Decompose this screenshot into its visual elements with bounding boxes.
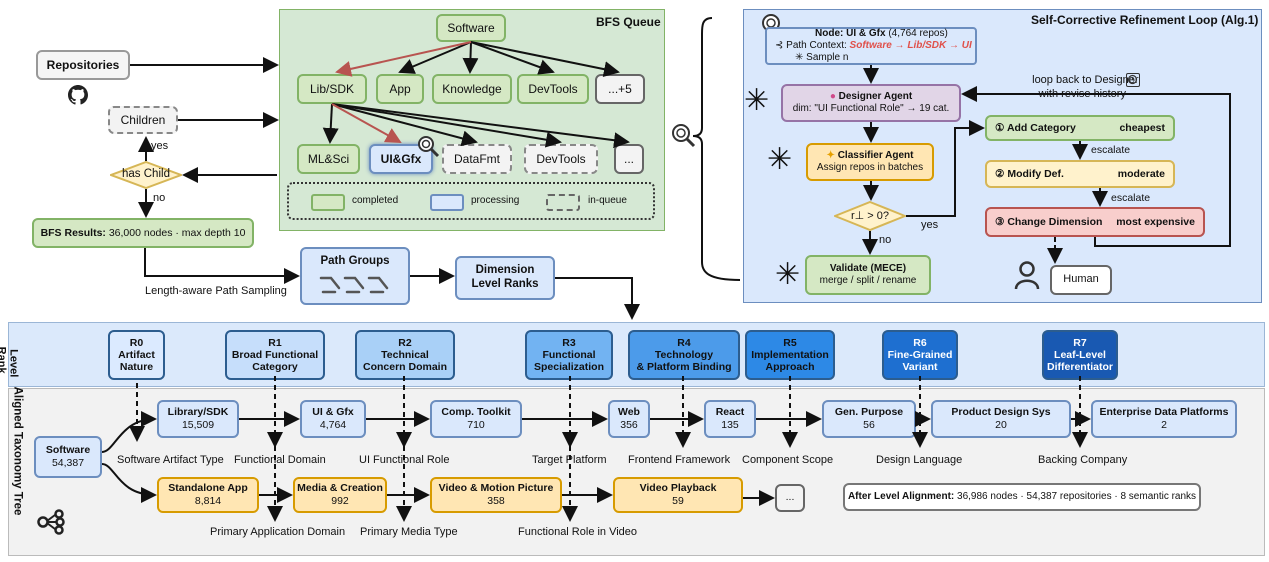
bfs-more-node[interactable]: ...+5 [595, 74, 645, 104]
children-box[interactable]: Children [108, 106, 178, 134]
history-icon [1126, 73, 1140, 87]
github-icon [68, 85, 88, 105]
bfs-devtools-node[interactable]: DevTools [517, 74, 589, 104]
validate-star-icon: ✳ [775, 258, 801, 291]
bottom-dim-label-2: Functional Role in Video [518, 526, 638, 538]
bottom-dim-label-0: Primary Application Domain [210, 526, 346, 538]
bfs-ellipsis-node[interactable]: ... [614, 144, 644, 174]
bfs-software-node[interactable]: Software [436, 14, 506, 42]
classifier-star-icon: ✳ [767, 143, 793, 176]
path-groups-icon [319, 276, 389, 294]
escalate-label-1: escalate [1091, 144, 1131, 156]
escalate-label-2: escalate [1111, 192, 1151, 204]
classifier-agent-box: ✦ Classifier Agent Assign repos in batch… [806, 143, 934, 181]
bfs-devtools2-node[interactable]: DevTools [524, 144, 598, 174]
bfs-legend [287, 182, 655, 220]
human-icon [1014, 260, 1040, 290]
human-box[interactable]: Human [1050, 265, 1112, 295]
designer-agent-box: ● Designer Agent dim: "UI Functional Rol… [781, 84, 961, 122]
repositories-box[interactable]: Repositories [36, 50, 130, 80]
residual-decision: r⊥ > 0? [832, 200, 908, 232]
designer-star-icon: ✳ [744, 84, 770, 117]
tree-more-node[interactable]: ... [775, 484, 805, 512]
legend-completed-swatch [311, 194, 345, 211]
legend-inqueue-swatch [546, 194, 580, 211]
validate-box: Validate (MECE) merge / split / rename [805, 255, 931, 295]
dim-label-2: UI Functional Role [359, 454, 450, 466]
dim-label-6: Design Language [876, 454, 963, 466]
bfs-datafmt-node[interactable]: DataFmt [442, 144, 512, 174]
dim-label-5: Component Scope [742, 454, 834, 466]
dim-label-4: Frontend Framework [628, 454, 731, 466]
dim-label-7: Backing Company [1038, 454, 1128, 466]
level-rank-label: Level Rank [0, 346, 20, 378]
bottom-dim-label-1: Primary Media Type [360, 526, 458, 538]
zoom-search-icon [670, 122, 696, 148]
brain-icon: ● [829, 91, 836, 102]
dim-label-3: Target Platform [532, 454, 607, 466]
sample-icon: ✳ [795, 52, 804, 63]
dimension-ranks-box: Dimension Level Ranks [455, 256, 555, 300]
dim-label-0: Software Artifact Type [117, 454, 224, 466]
share-icon: ⊰ [775, 40, 784, 51]
yes-label-loop: yes [921, 219, 939, 231]
loop-back-label: loop back to Designer with revise histor… [1032, 73, 1139, 100]
search-icon [416, 134, 440, 158]
legend-completed-label: completed [352, 195, 399, 206]
tree-root-node[interactable]: Software 54,387 [34, 436, 102, 478]
legend-inqueue-label: in-queue [588, 195, 627, 206]
refinement-loop-title: Self-Corrective Refinement Loop (Alg.1) [1031, 13, 1259, 27]
wand-icon: ✦ [826, 150, 835, 161]
bfs-queue-title: BFS Queue [596, 15, 661, 29]
dim-label-1: Functional Domain [234, 454, 326, 466]
bfs-mlsci-node[interactable]: ML&Sci [297, 144, 360, 174]
yes-label-left: yes [151, 140, 169, 152]
modify-def-box: ② Modify Def.moderate [985, 160, 1175, 188]
bfs-knowledge-node[interactable]: Knowledge [432, 74, 512, 104]
legend-processing-swatch [430, 194, 464, 211]
aligned-taxonomy-label: Aligned Taxonomy Tree [11, 386, 24, 516]
level-alignment-summary: After Level Alignment: 36,986 nodes · 54… [843, 483, 1201, 511]
no-label-left: no [153, 192, 166, 204]
no-label-loop: no [879, 234, 892, 246]
bfs-results-box: BFS Results: 36,000 nodes · max depth 10 [32, 218, 254, 248]
bfs-uigfx-node[interactable]: UI&Gfx [369, 144, 433, 174]
sampling-label: Length-aware Path Sampling [145, 285, 287, 297]
has-child-decision: has Child [108, 160, 184, 190]
tree-icon [37, 509, 65, 535]
legend-processing-label: processing [471, 195, 520, 206]
bfs-libsdk-node[interactable]: Lib/SDK [297, 74, 367, 104]
node-context-box: Node: UI & Gfx (4,764 repos) ⊰ Path Cont… [765, 27, 977, 65]
bfs-app-node[interactable]: App [376, 74, 424, 104]
path-groups-box: Path Groups [300, 247, 410, 305]
